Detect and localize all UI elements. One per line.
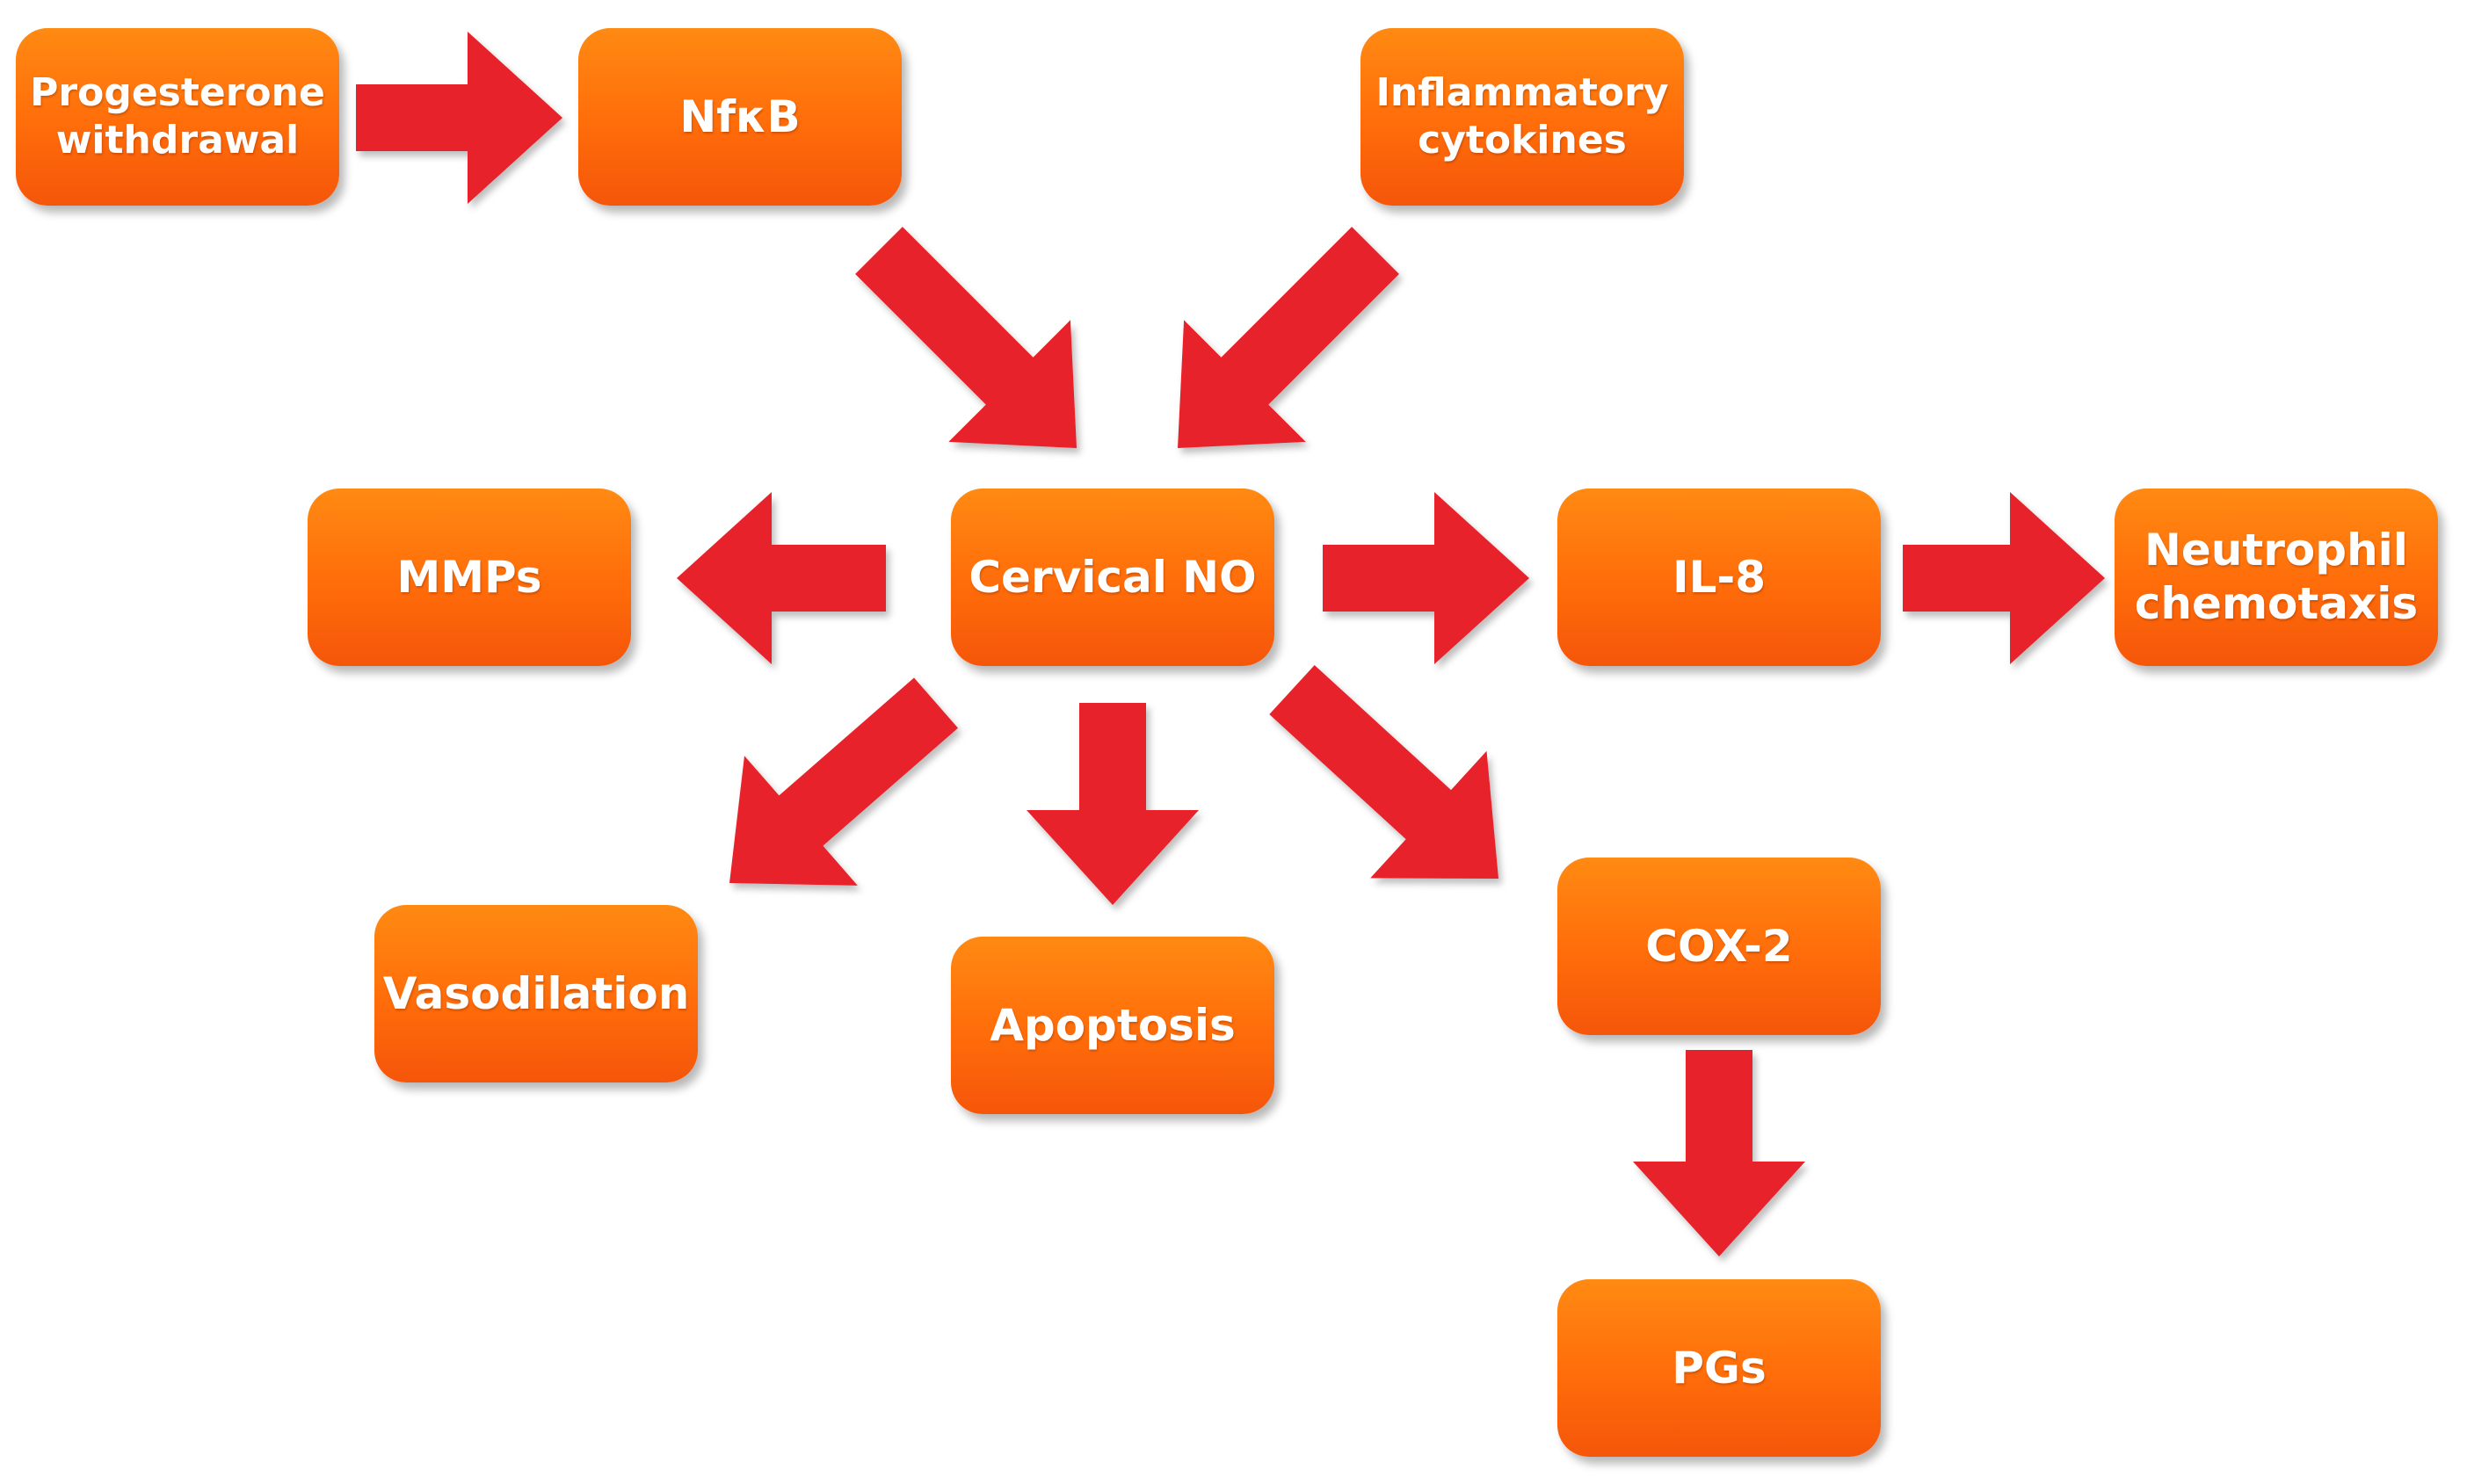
node-label: IL-8 <box>1672 551 1766 603</box>
arrow-progesterone-withdrawal-to-nf-b <box>356 32 562 204</box>
node-apoptosis: Apoptosis <box>951 937 1274 1114</box>
node-label: COX-2 <box>1645 920 1793 972</box>
node-label: Cervical NO <box>969 551 1257 603</box>
node-cervical-no: Cervical NO <box>951 489 1274 666</box>
node-label: Neutrophil chemotaxis <box>2134 525 2419 629</box>
node-inflammatory-cytokines: Inflammatory cytokines <box>1360 28 1684 206</box>
node-label: Inflammatory cytokines <box>1375 70 1669 163</box>
node-label: Apoptosis <box>990 999 1236 1051</box>
node-label: Vasodilation <box>382 967 690 1019</box>
node-pgs: PGs <box>1557 1279 1881 1457</box>
node-label: PGs <box>1672 1342 1767 1394</box>
node-progesterone-withdrawal: Progesterone withdrawal <box>16 28 339 206</box>
arrow-cervical-no-to-il-8 <box>1323 492 1529 664</box>
node-label: MMPs <box>396 551 542 603</box>
node-mmps: MMPs <box>308 489 631 666</box>
arrow-cox-2-to-pgs <box>1633 1050 1805 1256</box>
node-nfkb: NfκB <box>578 28 902 206</box>
node-label: Progesterone withdrawal <box>30 70 325 163</box>
arrow-cervical-no-to-mmps <box>677 492 886 664</box>
arrow-nf-b-to-cervical-no <box>855 227 1077 448</box>
arrow-cervical-no-to-vasodilation <box>729 677 958 886</box>
node-neutrophil-chemotaxis: Neutrophil chemotaxis <box>2115 489 2438 666</box>
node-vasodilation: Vasodilation <box>374 905 698 1082</box>
node-label: NfκB <box>679 90 801 142</box>
arrow-il-8-to-neutrophil-chemotaxis <box>1903 492 2105 664</box>
node-cox2: COX-2 <box>1557 858 1881 1035</box>
arrow-cervical-no-to-apoptosis <box>1027 703 1199 905</box>
node-il8: IL-8 <box>1557 489 1881 666</box>
arrow-inflammatory-cytokines-to-cervical-no <box>1178 227 1399 448</box>
arrow-cervical-no-to-cox-2 <box>1269 665 1498 879</box>
